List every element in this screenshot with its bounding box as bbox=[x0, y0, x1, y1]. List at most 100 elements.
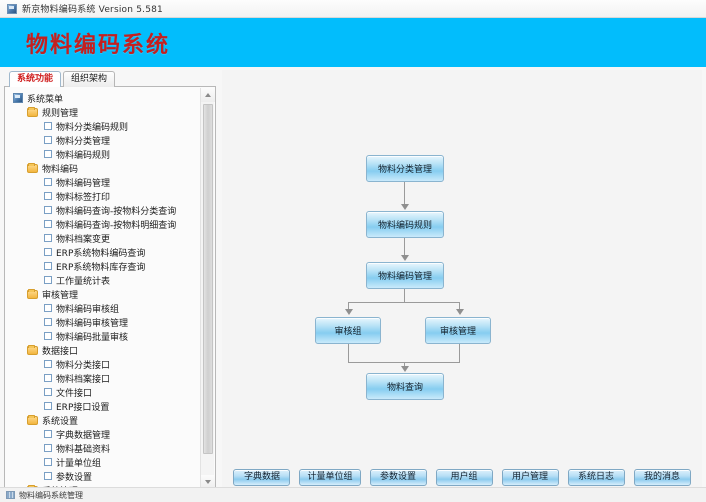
menu-tree-panel: 系统菜单规则管理物料分类编码规则物料分类管理物料编码规则物料编码物料编码管理物料… bbox=[4, 86, 216, 491]
tree-node-e789a9e69699e7bc96e7a081e8a784e58899[interactable]: 物料编码规则 bbox=[11, 147, 199, 161]
quick-button-7[interactable]: 我的消息 bbox=[633, 469, 691, 486]
checkbox-icon bbox=[44, 234, 52, 242]
tree-node-e789a9e69699e7bc96e7a081e5aea1e6a0b8e7aea1e79086[interactable]: 物料编码审核管理 bbox=[11, 315, 199, 329]
right-panel: 物料分类管理 物料编码规则 物料编码管理 审核组 审核管理 物料查询 bbox=[222, 70, 702, 500]
tree-node-e789a9e69699e6a1a3e6a188e68ea5e58fa3[interactable]: 物料档案接口 bbox=[11, 371, 199, 385]
tree-node-e789a9e69699e7bc96e7a081[interactable]: 物料编码 bbox=[11, 161, 199, 175]
folder-icon bbox=[27, 288, 38, 299]
connector-arrow-icon bbox=[401, 366, 409, 372]
tree-node-label: 物料编码管理 bbox=[56, 178, 111, 189]
tree-node-e8a784e58899e7aea1e79086[interactable]: 规则管理 bbox=[11, 105, 199, 119]
tree-node-e789a9e69699e6a1a3e6a188e58f98e69bb4[interactable]: 物料档案变更 bbox=[11, 231, 199, 245]
tab-system-functions[interactable]: 系统功能 bbox=[9, 71, 62, 87]
tree-node-e69687e4bbb6e68ea5e58fa3[interactable]: 文件接口 bbox=[11, 385, 199, 399]
connector-line bbox=[459, 344, 460, 362]
tree-node-label: 物料档案接口 bbox=[56, 374, 111, 385]
tree-node-label: 物料档案变更 bbox=[56, 234, 111, 245]
checkbox-icon bbox=[44, 136, 52, 144]
tree-node-e789a9e69699e6a087e7adbee68993e58db0[interactable]: 物料标签打印 bbox=[11, 189, 199, 203]
connector-line bbox=[404, 289, 405, 302]
app-icon bbox=[7, 3, 17, 14]
tree-node-label: ERP接口设置 bbox=[56, 402, 110, 413]
tree-node-label: 物料分类编码规则 bbox=[56, 122, 129, 133]
tree-node-e8aea1e9878fe58d95e4bd8de7bb84[interactable]: 计量单位组 bbox=[11, 455, 199, 469]
checkbox-icon bbox=[44, 262, 52, 270]
quick-button-6[interactable]: 系统日志 bbox=[567, 469, 625, 486]
tree-node-label: 物料基础资料 bbox=[56, 444, 111, 455]
tree-node-label: 物料编码查询-按物料明细查询 bbox=[56, 220, 177, 231]
tree-node-label: 物料编码 bbox=[42, 164, 79, 175]
flow-node-material-coding-management[interactable]: 物料编码管理 bbox=[366, 262, 444, 289]
checkbox-icon bbox=[44, 388, 52, 396]
checkbox-icon bbox=[44, 444, 52, 452]
checkbox-icon bbox=[44, 360, 52, 368]
quick-button-1[interactable]: 字典数据 bbox=[233, 469, 291, 486]
tree-node-e789a9e69699e59fbae7a180e8b584e69699[interactable]: 物料基础资料 bbox=[11, 441, 199, 455]
checkbox-icon bbox=[44, 150, 52, 158]
connector-arrow-icon bbox=[401, 255, 409, 261]
quick-button-3[interactable]: 参数设置 bbox=[369, 469, 427, 486]
tree-node-e789a9e69699e58886e7b1bbe68ea5e58fa3[interactable]: 物料分类接口 bbox=[11, 357, 199, 371]
tree-node-e7b3bbe7bb9fe8aebee7bdae[interactable]: 系统设置 bbox=[11, 413, 199, 427]
tree-node-e7b3bbe7bb9fe88f9ce58d95[interactable]: 系统菜单 bbox=[11, 91, 199, 105]
flow-node-material-category-management[interactable]: 物料分类管理 bbox=[366, 155, 444, 182]
checkbox-icon bbox=[44, 472, 52, 480]
tab-org-structure[interactable]: 组织架构 bbox=[63, 71, 116, 87]
tree-node-erpe7b3bbe7bb9fe789a9e69699e7bc96e7a081e69fa5e8afa2[interactable]: ERP系统物料编码查询 bbox=[11, 245, 199, 259]
tree-node-label: 物料编码规则 bbox=[56, 150, 111, 161]
tree-node-label: 物料编码批量审核 bbox=[56, 332, 129, 343]
tree-node-e5ad97e585b8e695b0e68daee7aea1e79086[interactable]: 字典数据管理 bbox=[11, 427, 199, 441]
chevron-up-icon bbox=[205, 93, 211, 97]
connector-line bbox=[404, 182, 405, 205]
checkbox-icon bbox=[44, 374, 52, 382]
tree-node-e5b7a5e4bd9ce9878fe7bb9fe8aea1e8a1a8[interactable]: 工作量统计表 bbox=[11, 273, 199, 287]
tree-node-label: 物料标签打印 bbox=[56, 192, 111, 203]
tree-node-label: 计量单位组 bbox=[56, 458, 102, 469]
tree-node-e789a9e69699e7bc96e7a081e5aea1e6a0b8e7bb84[interactable]: 物料编码审核组 bbox=[11, 301, 199, 315]
app-icon bbox=[6, 491, 15, 499]
tabstrip: 系统功能 组织架构 bbox=[4, 70, 216, 87]
checkbox-icon bbox=[44, 220, 52, 228]
tree-vertical-scrollbar[interactable] bbox=[200, 88, 215, 489]
tree-node-label: 文件接口 bbox=[56, 388, 93, 399]
checkbox-icon bbox=[44, 458, 52, 466]
tree-node-e789a9e69699e58886e7b1bbe7bc96e7a081e8a784e58899[interactable]: 物料分类编码规则 bbox=[11, 119, 199, 133]
tree-node-e789a9e69699e7bc96e7a081e69fa5e8afa2-e68c89e789a9e69699e58886e7b1bbe69fa5e8afa2[interactable]: 物料编码查询-按物料分类查询 bbox=[11, 203, 199, 217]
flow-node-audit-management[interactable]: 审核管理 bbox=[425, 317, 491, 344]
scroll-down-button[interactable] bbox=[201, 475, 215, 489]
tree-node-erpe68ea5e58fa3e8aebee7bdae[interactable]: ERP接口设置 bbox=[11, 399, 199, 413]
scroll-up-button[interactable] bbox=[201, 88, 215, 102]
tree-node-label: 物料编码查询-按物料分类查询 bbox=[56, 206, 177, 217]
tree-node-erpe7b3bbe7bb9fe789a9e69699e5ba93e5ad98e69fa5e8afa2[interactable]: ERP系统物料库存查询 bbox=[11, 259, 199, 273]
statusbar: 物料编码系统管理 bbox=[0, 487, 706, 502]
tree-node-label: 物料分类接口 bbox=[56, 360, 111, 371]
flow-node-material-coding-rule[interactable]: 物料编码规则 bbox=[366, 211, 444, 238]
folder-icon bbox=[27, 344, 38, 355]
tree-node-e789a9e69699e58886e7b1bbe7aea1e79086[interactable]: 物料分类管理 bbox=[11, 133, 199, 147]
folder-icon bbox=[27, 414, 38, 425]
quick-button-2[interactable]: 计量单位组 bbox=[299, 469, 361, 486]
tree-node-label: ERP系统物料库存查询 bbox=[56, 262, 146, 273]
tree-node-e789a9e69699e7bc96e7a081e69fa5e8afa2-e68c89e789a9e69699e6988ee7bb86e69fa5e8afa2[interactable]: 物料编码查询-按物料明细查询 bbox=[11, 217, 199, 231]
tree-node-e789a9e69699e7bc96e7a081e689b9e9878fe5aea1e6a0b8[interactable]: 物料编码批量审核 bbox=[11, 329, 199, 343]
tree-node-e695b0e68daee68ea5e58fa3[interactable]: 数据接口 bbox=[11, 343, 199, 357]
connector-arrow-icon bbox=[345, 309, 353, 315]
tree-node-label: 字典数据管理 bbox=[56, 430, 111, 441]
flow-node-audit-group[interactable]: 审核组 bbox=[315, 317, 381, 344]
checkbox-icon bbox=[44, 122, 52, 130]
workflow-diagram: 物料分类管理 物料编码规则 物料编码管理 审核组 审核管理 物料查询 bbox=[222, 70, 702, 440]
scrollbar-thumb[interactable] bbox=[203, 104, 213, 454]
connector-line bbox=[348, 302, 460, 303]
tree-node-label: 物料分类管理 bbox=[56, 136, 111, 147]
tree-node-e58f82e695b0e8aebee7bdae[interactable]: 参数设置 bbox=[11, 469, 199, 483]
connector-line bbox=[459, 302, 460, 310]
window-titlebar: 新京物料编码系统 Version 5.581 bbox=[0, 0, 706, 18]
tree-node-e789a9e69699e7bc96e7a081e7aea1e79086[interactable]: 物料编码管理 bbox=[11, 175, 199, 189]
quick-button-4[interactable]: 用户组 bbox=[435, 469, 493, 486]
flow-node-material-query[interactable]: 物料查询 bbox=[366, 373, 444, 400]
connector-arrow-icon bbox=[401, 204, 409, 210]
quick-button-5[interactable]: 用户管理 bbox=[501, 469, 559, 486]
tree-node-e5aea1e6a0b8e7aea1e79086[interactable]: 审核管理 bbox=[11, 287, 199, 301]
tree-node-label: 工作量统计表 bbox=[56, 276, 111, 287]
